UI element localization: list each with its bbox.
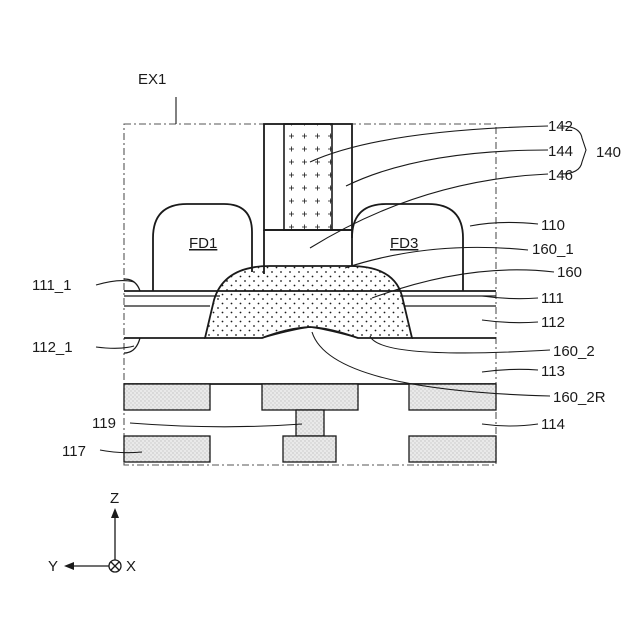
- label-146: 146: [548, 167, 573, 184]
- axis-label-z: Z: [110, 490, 119, 507]
- pad-left-lower: [124, 436, 210, 462]
- label-140: 140: [596, 144, 621, 161]
- label-fd3: FD3: [390, 235, 418, 252]
- axis-indicator: Z Y X: [48, 490, 136, 575]
- axis-label-x: X: [126, 558, 136, 575]
- pad-center-lower: [283, 436, 336, 462]
- label-144: 144: [548, 143, 573, 160]
- label-112-1: 112_1: [32, 339, 73, 356]
- label-119: 119: [92, 415, 116, 432]
- pad-right-upper: [409, 384, 496, 410]
- layer-142: [284, 124, 332, 230]
- via-119: [296, 410, 324, 436]
- label-fd1: FD1: [189, 235, 217, 252]
- label-111: 111: [541, 290, 564, 307]
- label-112: 112: [541, 314, 565, 331]
- label-142: 142: [548, 118, 573, 135]
- label-113: 113: [541, 363, 565, 380]
- label-160-1: 160_1: [532, 241, 574, 258]
- label-114: 114: [541, 416, 565, 433]
- label-111-1: 111_1: [32, 277, 72, 294]
- pad-left-upper: [124, 384, 210, 410]
- pad-center-upper: [262, 384, 358, 410]
- label-117: 117: [62, 443, 86, 460]
- pad-right-lower: [409, 436, 496, 462]
- label-ex1: EX1: [138, 71, 166, 88]
- label-110: 110: [541, 217, 565, 234]
- axis-label-y: Y: [48, 558, 58, 575]
- label-160: 160: [557, 264, 582, 281]
- gate-stack-140: [264, 124, 352, 274]
- label-160-2: 160_2: [553, 343, 595, 360]
- label-160-2r: 160_2R: [553, 389, 606, 406]
